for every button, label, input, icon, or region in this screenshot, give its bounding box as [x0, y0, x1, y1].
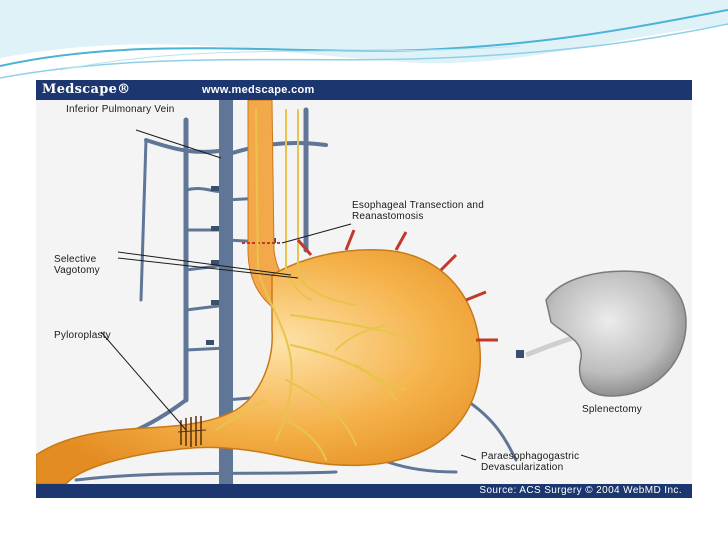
short-gastric-vessels — [296, 229, 498, 342]
anatomy-illustration: Inferior Pulmonary Vein Esophageal Trans… — [36, 100, 692, 484]
vagus-nerves — [215, 109, 417, 461]
source-credit: Source: ACS Surgery © 2004 WebMD Inc. — [479, 485, 682, 496]
medscape-url: www.medscape.com — [202, 84, 315, 96]
label-devascularization: Paraesophagogastric Devascularization — [481, 451, 580, 473]
label-esophageal-transection: Esophageal Transection and Reanastomosis — [352, 200, 484, 222]
header-bar: Medscape® www.medscape.com — [36, 80, 692, 100]
spleen — [545, 270, 687, 397]
medscape-figure: Medscape® www.medscape.com — [36, 80, 692, 498]
leader-lines — [100, 129, 477, 461]
label-selective-vagotomy: Selective Vagotomy — [54, 254, 100, 276]
label-inferior-pulmonary-vein: Inferior Pulmonary Vein — [66, 104, 175, 115]
label-splenectomy: Splenectomy — [582, 404, 643, 415]
medscape-logo: Medscape® — [42, 82, 131, 97]
label-pyloroplasty: Pyloroplasty — [54, 330, 111, 341]
footer-bar: Source: ACS Surgery © 2004 WebMD Inc. — [36, 484, 692, 498]
